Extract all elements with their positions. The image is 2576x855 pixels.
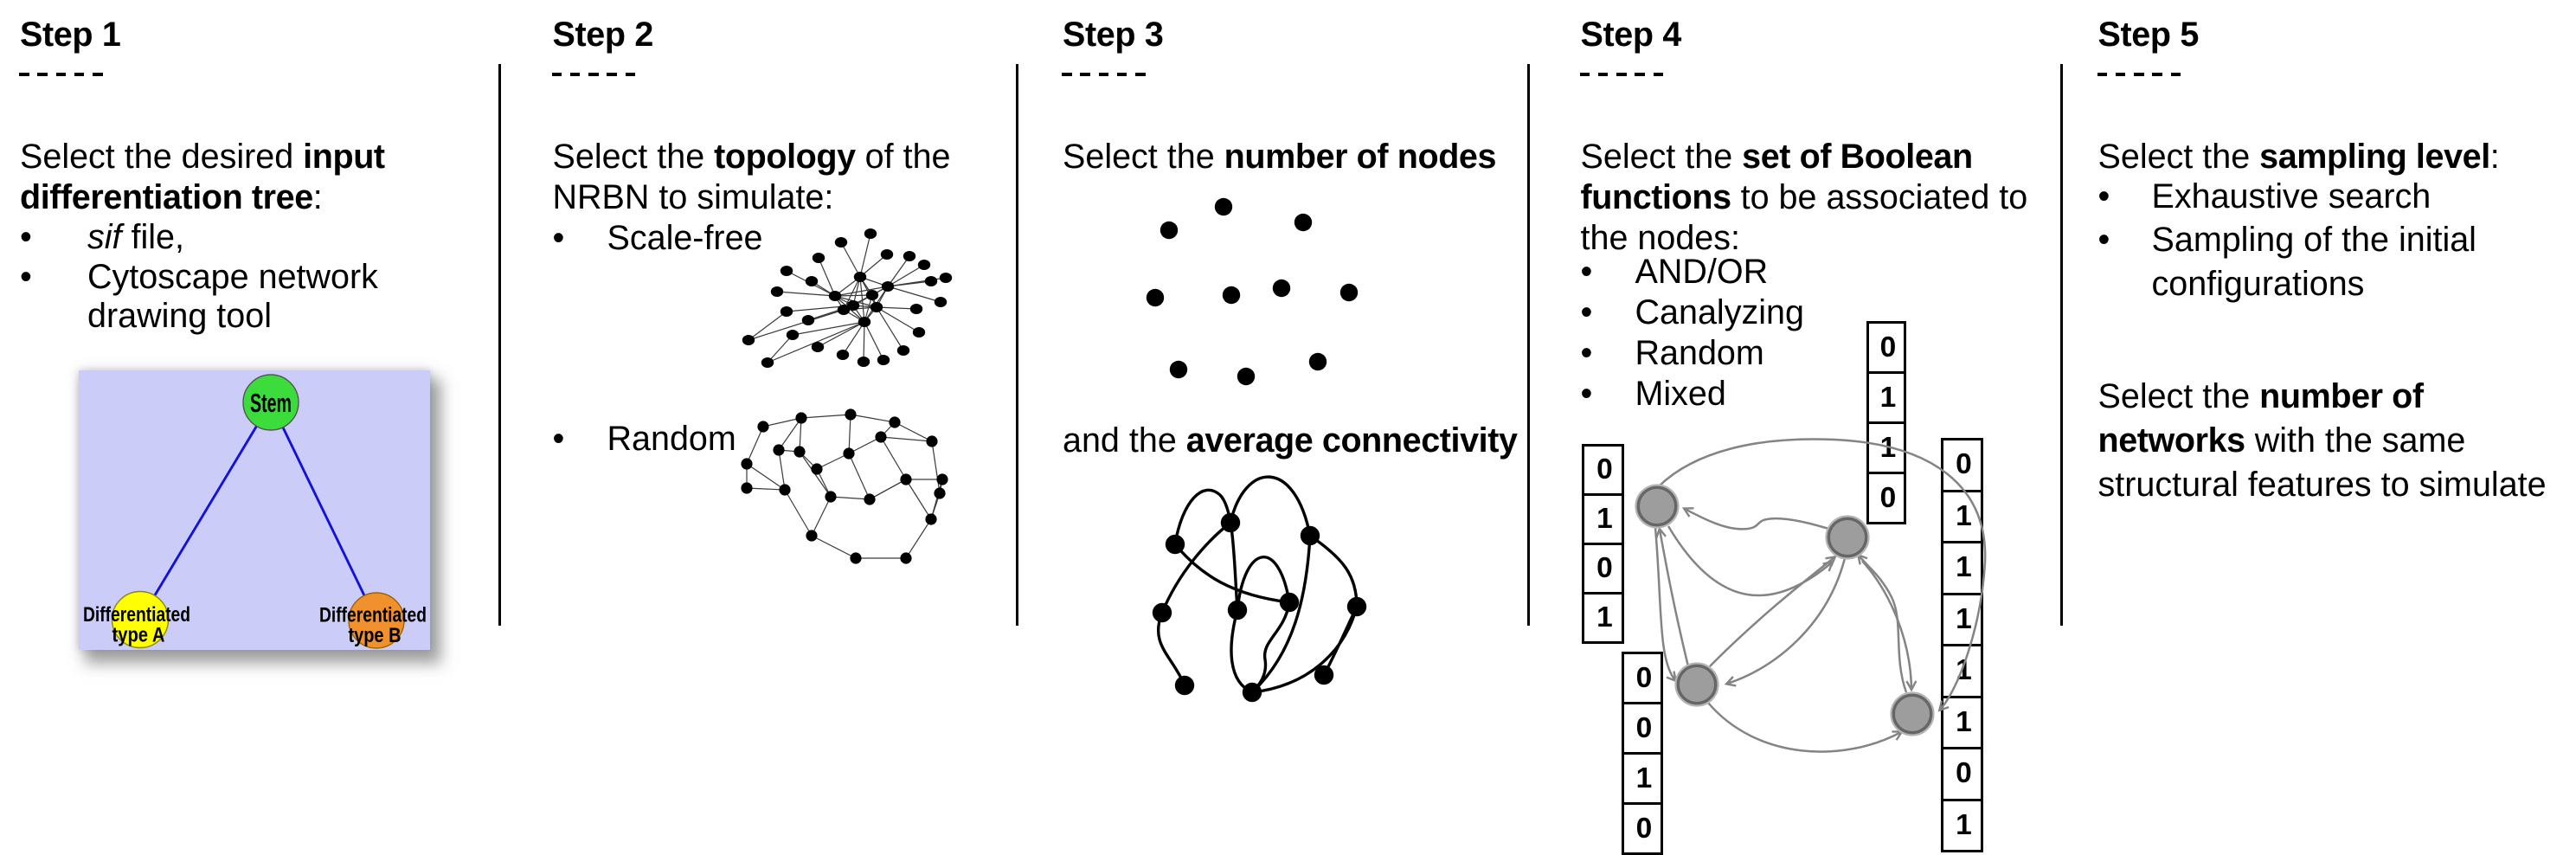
svg-text:type B: type B	[349, 624, 401, 647]
svg-text:Stem: Stem	[250, 388, 292, 418]
svg-text:Differentiated: Differentiated	[319, 604, 427, 627]
svg-text:Differentiated: Differentiated	[83, 603, 190, 627]
svg-text:type A: type A	[112, 624, 165, 647]
